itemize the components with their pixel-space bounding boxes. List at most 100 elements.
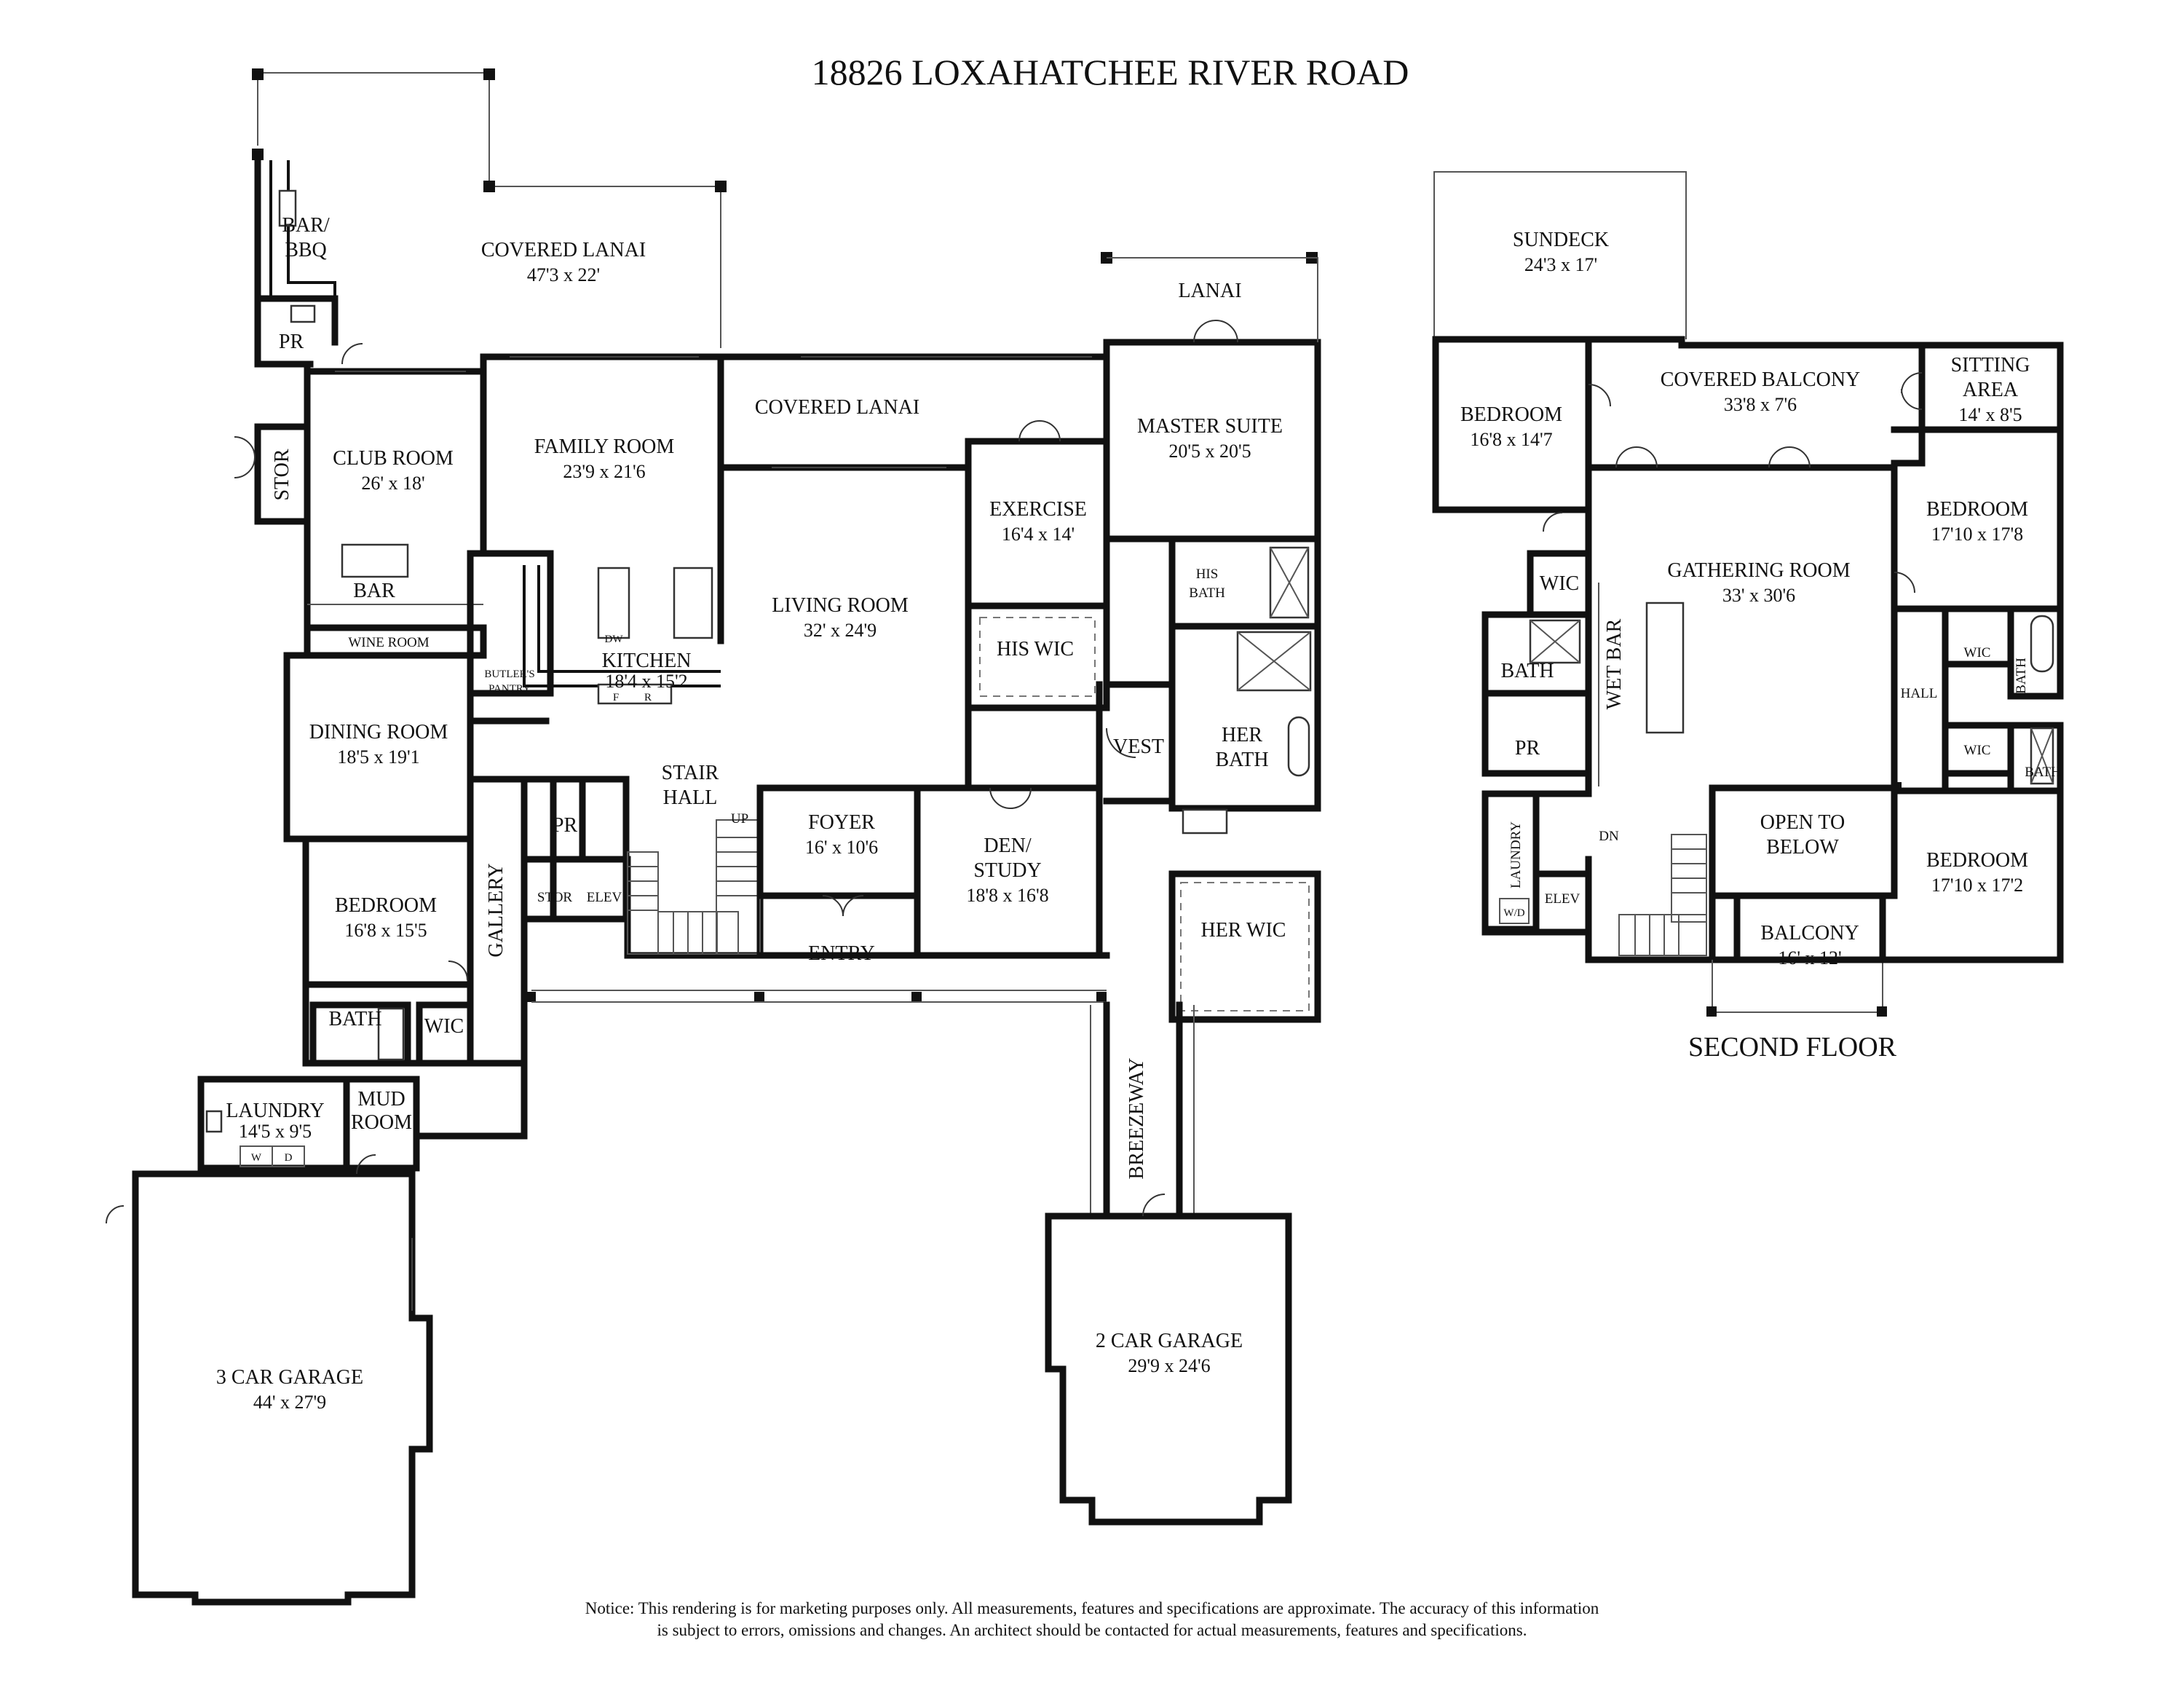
- wine-room-label: WINE ROOM: [348, 635, 429, 650]
- foyer-label: FOYER: [808, 811, 875, 834]
- breezeway-label: BREEZEWAY: [1125, 1058, 1148, 1180]
- laundry-ff-dims: 14'5 x 9'5: [239, 1121, 312, 1142]
- stair-hall-label-2: HALL: [663, 786, 718, 809]
- open-to-below-label-1: OPEN TO: [1760, 811, 1845, 834]
- notice-line-2: is subject to errors, omissions and chan…: [657, 1621, 1527, 1639]
- kitchen-dims: 18'4 x 15'2: [605, 671, 687, 692]
- bar-bbq-label-1: BAR/: [282, 214, 330, 237]
- bar-label: BAR: [353, 580, 395, 602]
- first-floor-walls: [132, 68, 1321, 1606]
- sitting-area-dims: 14' x 8'5: [1958, 404, 2022, 425]
- master-suite-label: MASTER SUITE: [1137, 415, 1283, 438]
- bath-left-label: BATH: [1500, 660, 1554, 682]
- covered-lanai-main-dims: 47'3 x 22': [527, 264, 600, 285]
- garage-2-dims: 29'9 x 24'6: [1128, 1355, 1210, 1376]
- exercise-dims: 16'4 x 14': [1002, 524, 1075, 545]
- bedroom-ne-dims: 17'10 x 17'8: [1931, 524, 2023, 545]
- pr-mid-label: PR: [553, 814, 578, 837]
- dining-room-label: DINING ROOM: [309, 721, 448, 744]
- bar-bbq-label-2: BBQ: [285, 239, 327, 261]
- notice-line-1: Notice: This rendering is for marketing …: [585, 1599, 1599, 1617]
- stair-treads: [628, 837, 760, 954]
- bedroom-se-label: BEDROOM: [1926, 849, 2028, 872]
- den-study-label-2: STUDY: [973, 859, 1041, 882]
- master-suite-dims: 20'5 x 20'5: [1168, 441, 1251, 462]
- fridge-f-label: F: [613, 692, 619, 703]
- covered-lanai-center-label: COVERED LANAI: [755, 396, 919, 419]
- open-to-below-label-2: BELOW: [1766, 836, 1839, 859]
- gathering-room-label: GATHERING ROOM: [1667, 559, 1850, 582]
- bath-r2-label: BATH: [2025, 765, 2061, 780]
- bedroom-ff-dims: 16'8 x 15'5: [344, 920, 427, 941]
- his-wic-label: HIS WIC: [997, 638, 1074, 660]
- covered-lanai-main-label: COVERED LANAI: [481, 239, 646, 261]
- laundry-ff-label: LAUNDRY: [226, 1100, 324, 1122]
- pr-top-label: PR: [279, 331, 304, 353]
- wet-bar-label: WET BAR: [1603, 618, 1626, 709]
- stair-hall-label-1: STAIR: [662, 762, 719, 784]
- balcony-label: BALCONY: [1760, 922, 1859, 944]
- sundeck-label: SUNDECK: [1513, 229, 1609, 251]
- wic-r2-label: WIC: [1964, 743, 1991, 758]
- fridge-r-label: R: [644, 692, 652, 703]
- upper-stair-treads: [1634, 848, 1706, 955]
- dining-room-dims: 18'5 x 19'1: [337, 746, 419, 768]
- second-floor-walls: [1432, 171, 2064, 1017]
- garage-3-dims: 44' x 27'9: [253, 1392, 326, 1413]
- bedroom-nw-dims: 16'8 x 14'7: [1470, 429, 1552, 450]
- first-floor-labels: COVERED LANAI 47'3 x 22' BAR/ BBQ PR STO…: [216, 214, 1286, 1413]
- hall-label: HALL: [1901, 686, 1938, 701]
- second-floor-doors: [1543, 372, 1923, 593]
- club-room-dims: 26' x 18': [361, 473, 424, 494]
- family-room-label: FAMILY ROOM: [534, 435, 675, 458]
- her-bath-label-1: HER: [1222, 724, 1262, 746]
- butlers-pantry-label-2: PANTRY: [488, 683, 531, 695]
- second-floor-heading: SECOND FLOOR: [1688, 1032, 1897, 1062]
- dryer-label: D: [285, 1152, 293, 1164]
- den-study-label-1: DEN/: [984, 835, 1032, 857]
- first-floor-doors: [106, 320, 1238, 1224]
- covered-balcony-label: COVERED BALCONY: [1661, 368, 1861, 391]
- his-bath-label-2: BATH: [1189, 585, 1225, 601]
- second-floor-labels: SUNDECK 24'3 x 17' BEDROOM 16'8 x 14'7 C…: [1460, 229, 2061, 1062]
- wic-ff-label: WIC: [424, 1015, 464, 1038]
- bedroom-se-dims: 17'10 x 17'2: [1931, 875, 2023, 896]
- bedroom-nw-label: BEDROOM: [1460, 403, 1562, 426]
- pr-upper-label: PR: [1515, 737, 1540, 760]
- bath-ff-label: BATH: [328, 1008, 381, 1030]
- sitting-area-label-2: AREA: [1963, 379, 2019, 401]
- stair-dn-label: DN: [1599, 829, 1619, 844]
- garage-3-label: 3 CAR GARAGE: [216, 1366, 363, 1389]
- kitchen-label: KITCHEN: [602, 650, 692, 672]
- stor-left-label: STOR: [271, 449, 293, 500]
- elev-upper-label: ELEV: [1545, 891, 1580, 907]
- wic-r1-label: WIC: [1964, 645, 1991, 660]
- bath-r1-label: BATH: [2014, 658, 2029, 694]
- plan-title: 18826 LOXAHATCHEE RIVER ROAD: [812, 52, 1409, 92]
- elev-label: ELEV: [587, 890, 622, 905]
- mud-room-label-2: ROOM: [351, 1111, 412, 1134]
- foyer-dims: 16' x 10'6: [805, 837, 878, 858]
- den-study-dims: 18'8 x 16'8: [966, 885, 1048, 906]
- balcony-dims: 16' x 12': [1778, 947, 1841, 969]
- garage-2-label: 2 CAR GARAGE: [1096, 1330, 1243, 1352]
- exercise-label: EXERCISE: [989, 498, 1087, 521]
- vest-label: VEST: [1113, 735, 1164, 758]
- living-room-label: LIVING ROOM: [772, 594, 909, 617]
- butlers-pantry-label-1: BUTLER'S: [484, 669, 534, 680]
- bedroom-ff-label: BEDROOM: [335, 894, 437, 917]
- lanai-label: LANAI: [1178, 280, 1241, 302]
- mud-room-label-1: MUD: [357, 1088, 405, 1111]
- washer-label: W: [251, 1152, 262, 1164]
- entry-label: ENTRY: [808, 942, 875, 965]
- living-room-dims: 32' x 24'9: [804, 620, 877, 641]
- wic-left-label: WIC: [1540, 572, 1579, 595]
- covered-balcony-dims: 33'8 x 7'6: [1724, 394, 1797, 415]
- dishwasher-label: DW: [605, 634, 624, 645]
- sundeck-dims: 24'3 x 17': [1524, 254, 1597, 275]
- gallery-label: GALLERY: [485, 863, 507, 957]
- his-bath-label-1: HIS: [1196, 567, 1219, 582]
- stor-mid-label: STOR: [537, 890, 573, 905]
- bedroom-ne-label: BEDROOM: [1926, 498, 2028, 521]
